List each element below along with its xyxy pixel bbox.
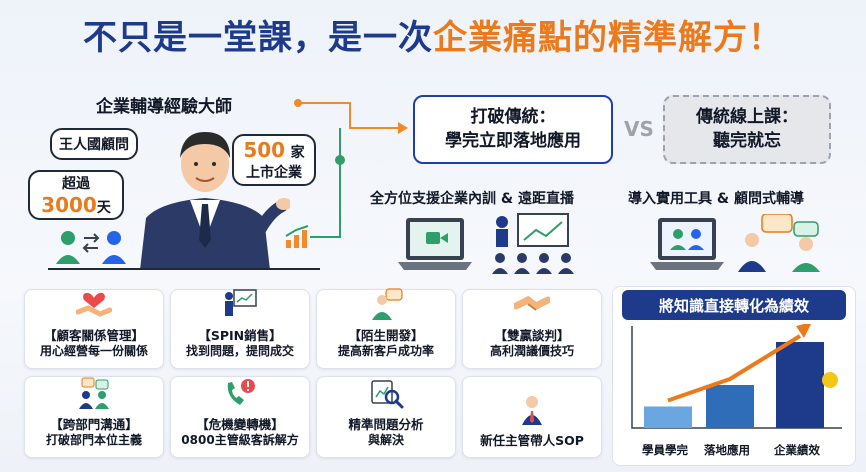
course-card: 【雙贏談判】高利潤議價技巧 xyxy=(462,289,602,369)
course-card: 【跨部門溝通】打破部門本位主義 xyxy=(24,376,164,458)
chart-category-label: 學員學完 xyxy=(642,443,688,457)
new-method-line2: 學完立即落地應用 xyxy=(445,130,581,151)
new-method-line1: 打破傳統： xyxy=(470,106,556,127)
hero-label: 企業輔導經驗大師 xyxy=(96,97,232,117)
chart-axis xyxy=(631,326,842,429)
bubble-consultant: 王人國顧問 xyxy=(50,128,138,160)
chart-trend-line xyxy=(667,334,802,403)
chart-category-label: 企業績效 xyxy=(774,443,820,457)
course-desc: 打破部門本位主義 xyxy=(45,433,142,448)
course-title: 【雙贏談判】 xyxy=(494,328,570,344)
course-desc: 用心經營每一份關係 xyxy=(39,344,148,359)
feature-left-heading: 全方位支援企業內訓 & 遠距直播 xyxy=(370,191,574,207)
traditional-box: 傳統線上課： 聽完就忘 xyxy=(663,95,831,164)
chart-title: 將知識直接轉化為績效 xyxy=(622,290,846,320)
consultant-illustration xyxy=(140,132,290,270)
consulting-chat-icon xyxy=(738,214,820,272)
bubble-companies-unit: 家 xyxy=(290,145,305,161)
course-title: 【跨部門溝通】 xyxy=(50,417,138,433)
laptop-meeting-icon xyxy=(650,218,724,270)
bubble-companies-value: 500 xyxy=(243,138,286,162)
title-part2: 企業痛點的精準解方！ xyxy=(433,17,783,58)
performance-chart xyxy=(631,324,842,429)
bubble-days-unit: 天 xyxy=(96,200,111,216)
team-chat-icon xyxy=(76,377,112,417)
connector-line-top xyxy=(298,102,398,129)
people-exchange-icon xyxy=(56,231,126,264)
chart-arrow-icon xyxy=(796,324,811,338)
course-title: 【危機變轉機】 xyxy=(196,417,284,433)
traditional-line1: 傳統線上課： xyxy=(696,106,798,127)
course-card: 新任主管帶人SOP xyxy=(462,376,602,458)
course-desc: 與解決 xyxy=(367,433,404,448)
course-card: 【陌生開發】提高新客戶成功率 xyxy=(316,288,456,369)
course-desc: 提高新客戶成功率 xyxy=(337,344,434,359)
course-title: 【陌生開發】 xyxy=(348,328,424,344)
connector-lines xyxy=(294,99,408,238)
heart-handshake-icon xyxy=(75,288,113,328)
bubble-days-value: 3000 xyxy=(41,193,97,217)
bubble-companies: 500 家 上市企業 xyxy=(232,134,316,186)
handshake-icon xyxy=(512,288,552,328)
laptop-video-icon xyxy=(398,218,472,270)
course-title: 【SPIN銷售】 xyxy=(198,328,282,344)
course-card: 【顧客關係管理】用心經營每一份關係 xyxy=(24,289,164,369)
bubble-consultant-label: 王人國顧問 xyxy=(59,137,129,153)
course-desc: 找到問題，提問成交 xyxy=(185,344,294,359)
course-title: 精準問題分析 xyxy=(348,417,424,433)
vs-label: VS xyxy=(624,117,654,141)
chat-person-icon xyxy=(368,288,404,328)
traditional-line2: 聽完就忘 xyxy=(713,130,781,151)
chart-bar-1 xyxy=(706,385,754,428)
course-desc: 0800主管級客訴解方 xyxy=(181,433,299,448)
hero-baseline xyxy=(48,268,320,270)
manager-icon xyxy=(514,393,550,433)
presentation-icon xyxy=(222,288,258,328)
thumbs-up-icon xyxy=(822,372,838,388)
course-card: 【危機變轉機】0800主管級客訴解方 xyxy=(170,376,310,458)
course-title: 【顧客關係管理】 xyxy=(43,328,144,344)
course-desc: 高利潤議價技巧 xyxy=(489,344,574,359)
arrow-head-icon xyxy=(398,122,408,134)
bubble-companies-line2: 上市企業 xyxy=(246,165,302,181)
feature-right-heading: 導入實用工具 & 顧問式輔導 xyxy=(628,191,804,207)
connector-line-bottom xyxy=(310,160,341,238)
course-title: 新任主管帶人SOP xyxy=(480,432,584,448)
new-method-box: 打破傳統： 學完立即落地應用 xyxy=(413,95,613,164)
bubble-days: 超過 3000天 xyxy=(28,170,124,220)
phone-alert-icon xyxy=(222,377,258,417)
chart-bar-2 xyxy=(776,342,824,428)
course-card: 【SPIN銷售】找到問題，提問成交 xyxy=(170,289,310,369)
chart-category-label: 落地應用 xyxy=(704,443,750,457)
title-part1: 不只是一堂課，是一次 xyxy=(83,17,433,58)
classroom-presentation-icon xyxy=(492,213,574,274)
growth-chart-icon xyxy=(285,225,309,248)
bubble-days-line1: 超過 xyxy=(62,176,90,192)
course-card: 精準問題分析與解決 xyxy=(316,376,456,458)
page-title: 不只是一堂課，是一次 企業痛點的精準解方！ xyxy=(0,8,866,60)
chart-bar-0 xyxy=(644,406,692,428)
magnifier-chart-icon xyxy=(368,377,404,417)
